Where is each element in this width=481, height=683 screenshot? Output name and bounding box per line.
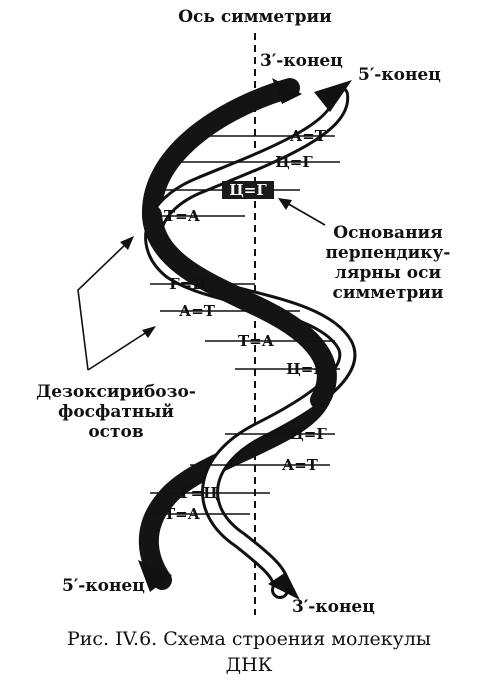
backbone-pointer-lines — [77, 241, 151, 371]
base-pair-label: Г=Ц — [169, 275, 206, 293]
base-pair-label-highlighted: Ц=Г — [229, 181, 267, 199]
backbone-strand-dark-front — [142, 205, 337, 410]
svg-text:симметрии: симметрии — [333, 283, 444, 303]
backbone-arrowhead-1 — [120, 236, 134, 250]
svg-text:Основания: Основания — [333, 223, 442, 243]
base-pair-label: А=Т — [290, 127, 327, 145]
base-pair-label: Ц=Г — [289, 425, 327, 443]
base-pair-label: Ц=Г — [275, 153, 313, 171]
highlighted-base-pair-box — [222, 181, 274, 199]
arrow-top-3-end — [272, 78, 302, 104]
svg-text:лярны оси: лярны оси — [335, 263, 442, 283]
end-label-5-bottom: 5′-конец — [62, 576, 145, 596]
axis-label: Ось симметрии — [178, 7, 332, 27]
base-pair-label: Ц=Г — [286, 360, 324, 378]
base-pair-label: Г=Ц — [180, 484, 217, 502]
svg-text:перпендику-: перпендику- — [325, 243, 450, 263]
arrow-top-5-end — [314, 80, 352, 112]
end-label-3-bottom: 3′-конец — [292, 597, 375, 617]
base-pair-label: Т=А — [238, 332, 275, 350]
base-pair-label: А=Т — [282, 456, 319, 474]
annotation-backbone: Дезоксирибозо- фосфатный остов — [36, 382, 196, 442]
annotation-bases: Основания перпендику- лярны оси симметри… — [325, 223, 450, 303]
annotation-arrowhead — [278, 198, 292, 210]
arrow-bottom-3-end — [268, 572, 300, 600]
backbone-strand-light-fill — [147, 89, 354, 596]
svg-text:Дезоксирибозо-: Дезоксирибозо- — [36, 382, 196, 402]
base-pair-label: Т=А — [164, 207, 201, 225]
svg-text:остов: остов — [88, 422, 144, 442]
arrow-bottom-5-end — [138, 560, 172, 592]
svg-text:фосфатный: фосфатный — [58, 402, 174, 422]
figure-caption-line-1: Рис. IV.6. Схема строения молекулы — [67, 628, 431, 650]
base-pair-label: А=Т — [179, 302, 216, 320]
figure-caption-line-2: ДНК — [226, 654, 273, 676]
end-label-3-top: 3′-конец — [260, 51, 343, 71]
annotation-arrow-line — [284, 201, 326, 226]
end-label-5-top: 5′-конец — [358, 65, 441, 85]
base-pair-label: Т=А — [164, 505, 201, 523]
backbone-arrowhead-2 — [142, 326, 156, 338]
